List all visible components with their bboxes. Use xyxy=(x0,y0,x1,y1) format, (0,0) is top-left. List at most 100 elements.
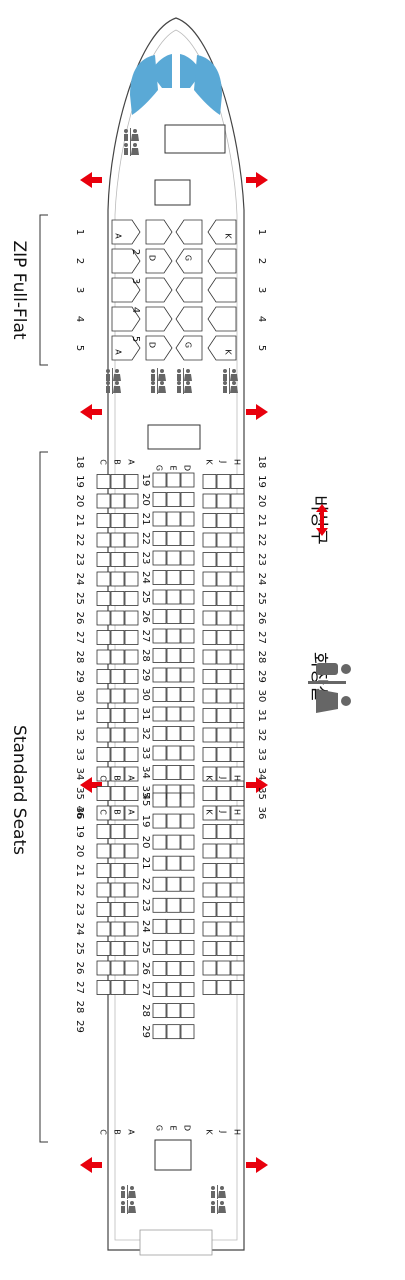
economy-seat-right[interactable] xyxy=(216,591,231,606)
business-pod-center-left[interactable] xyxy=(145,277,173,303)
economy-seat-right[interactable] xyxy=(202,552,217,567)
economy-seat-left[interactable] xyxy=(96,902,111,917)
economy-seat-center[interactable] xyxy=(152,982,167,997)
economy-seat-left[interactable] xyxy=(110,688,125,704)
economy-seat-right[interactable] xyxy=(202,474,217,489)
economy-seat-center[interactable] xyxy=(180,792,195,808)
economy-seat-left[interactable] xyxy=(124,474,139,489)
economy-seat-center[interactable] xyxy=(166,628,181,644)
economy-seat-center[interactable] xyxy=(166,940,181,955)
economy-seat-center[interactable] xyxy=(180,855,195,871)
economy-seat-right[interactable] xyxy=(230,824,245,839)
economy-seat-right[interactable] xyxy=(216,902,231,917)
economy-seat-left[interactable] xyxy=(96,513,111,528)
economy-seat-right[interactable] xyxy=(202,649,217,665)
economy-seat-center[interactable] xyxy=(166,648,181,663)
economy-seat-center[interactable] xyxy=(180,531,195,546)
economy-seat-left[interactable] xyxy=(96,941,111,956)
economy-seat-right[interactable] xyxy=(202,786,217,801)
economy-seat-right[interactable] xyxy=(202,493,217,509)
economy-seat-center[interactable] xyxy=(152,961,167,976)
business-pod-left[interactable] xyxy=(111,248,141,274)
economy-seat-center[interactable] xyxy=(166,765,181,780)
economy-seat-center[interactable] xyxy=(152,492,167,507)
business-pod-right[interactable] xyxy=(207,335,237,361)
economy-seat-center[interactable] xyxy=(180,726,195,741)
economy-seat-center[interactable] xyxy=(152,792,167,808)
economy-seat-center[interactable] xyxy=(152,628,167,644)
economy-seat-right[interactable] xyxy=(230,980,245,995)
economy-seat-center[interactable] xyxy=(166,589,181,605)
economy-seat-left[interactable] xyxy=(110,532,125,548)
economy-seat-center[interactable] xyxy=(152,897,167,913)
business-pod-center-left[interactable] xyxy=(145,248,173,274)
economy-seat-right[interactable] xyxy=(216,960,231,976)
economy-seat-right[interactable] xyxy=(202,630,217,645)
business-pod-center-right[interactable] xyxy=(175,248,203,274)
economy-seat-right[interactable] xyxy=(216,532,231,548)
business-pod-center-right[interactable] xyxy=(175,219,203,245)
economy-seat-left[interactable] xyxy=(96,863,111,878)
economy-seat-right[interactable] xyxy=(230,941,245,956)
economy-seat-right[interactable] xyxy=(230,649,245,665)
economy-seat-right[interactable] xyxy=(230,591,245,606)
economy-seat-right[interactable] xyxy=(230,843,245,859)
business-pod-left[interactable] xyxy=(111,277,141,303)
economy-seat-right[interactable] xyxy=(202,863,217,878)
economy-seat-left[interactable] xyxy=(96,669,111,684)
economy-seat-left[interactable] xyxy=(110,921,125,937)
economy-seat-center[interactable] xyxy=(152,648,167,663)
economy-seat-right[interactable] xyxy=(216,727,231,743)
economy-seat-right[interactable] xyxy=(216,708,231,723)
economy-seat-left[interactable] xyxy=(96,882,111,898)
economy-seat-center[interactable] xyxy=(180,940,195,955)
economy-seat-right[interactable] xyxy=(202,669,217,684)
economy-seat-right[interactable] xyxy=(202,902,217,917)
economy-seat-left[interactable] xyxy=(124,532,139,548)
economy-seat-right[interactable] xyxy=(230,766,245,782)
economy-seat-center[interactable] xyxy=(180,687,195,702)
economy-seat-center[interactable] xyxy=(152,511,167,527)
economy-seat-center[interactable] xyxy=(180,570,195,585)
economy-seat-center[interactable] xyxy=(166,961,181,976)
economy-seat-right[interactable] xyxy=(216,513,231,528)
economy-seat-left[interactable] xyxy=(110,805,125,821)
economy-seat-center[interactable] xyxy=(166,472,181,488)
economy-seat-right[interactable] xyxy=(230,960,245,976)
economy-seat-right[interactable] xyxy=(216,921,231,937)
economy-seat-center[interactable] xyxy=(180,813,195,829)
business-pod-center-left[interactable] xyxy=(145,335,173,361)
economy-seat-right[interactable] xyxy=(216,843,231,859)
economy-seat-left[interactable] xyxy=(110,552,125,567)
economy-seat-right[interactable] xyxy=(230,708,245,723)
economy-seat-right[interactable] xyxy=(230,669,245,684)
economy-seat-right[interactable] xyxy=(230,513,245,528)
economy-seat-left[interactable] xyxy=(124,708,139,723)
economy-seat-left[interactable] xyxy=(96,571,111,587)
economy-seat-right[interactable] xyxy=(202,532,217,548)
economy-seat-center[interactable] xyxy=(152,706,167,722)
economy-seat-right[interactable] xyxy=(230,474,245,489)
economy-seat-center[interactable] xyxy=(180,589,195,605)
economy-seat-right[interactable] xyxy=(216,805,231,821)
economy-seat-left[interactable] xyxy=(110,902,125,917)
economy-seat-center[interactable] xyxy=(180,918,195,934)
business-pod-center-right[interactable] xyxy=(175,277,203,303)
economy-seat-right[interactable] xyxy=(230,532,245,548)
economy-seat-left[interactable] xyxy=(124,805,139,821)
economy-seat-right[interactable] xyxy=(202,921,217,937)
economy-seat-center[interactable] xyxy=(180,511,195,527)
economy-seat-center[interactable] xyxy=(166,982,181,997)
economy-seat-center[interactable] xyxy=(180,667,195,683)
economy-seat-center[interactable] xyxy=(166,726,181,741)
economy-seat-center[interactable] xyxy=(166,531,181,546)
economy-seat-center[interactable] xyxy=(180,628,195,644)
economy-seat-right[interactable] xyxy=(202,805,217,821)
economy-seat-left[interactable] xyxy=(96,980,111,995)
economy-seat-left[interactable] xyxy=(124,980,139,995)
economy-seat-right[interactable] xyxy=(202,571,217,587)
economy-seat-left[interactable] xyxy=(96,474,111,489)
economy-seat-left[interactable] xyxy=(96,824,111,839)
economy-seat-left[interactable] xyxy=(110,708,125,723)
economy-seat-right[interactable] xyxy=(202,688,217,704)
